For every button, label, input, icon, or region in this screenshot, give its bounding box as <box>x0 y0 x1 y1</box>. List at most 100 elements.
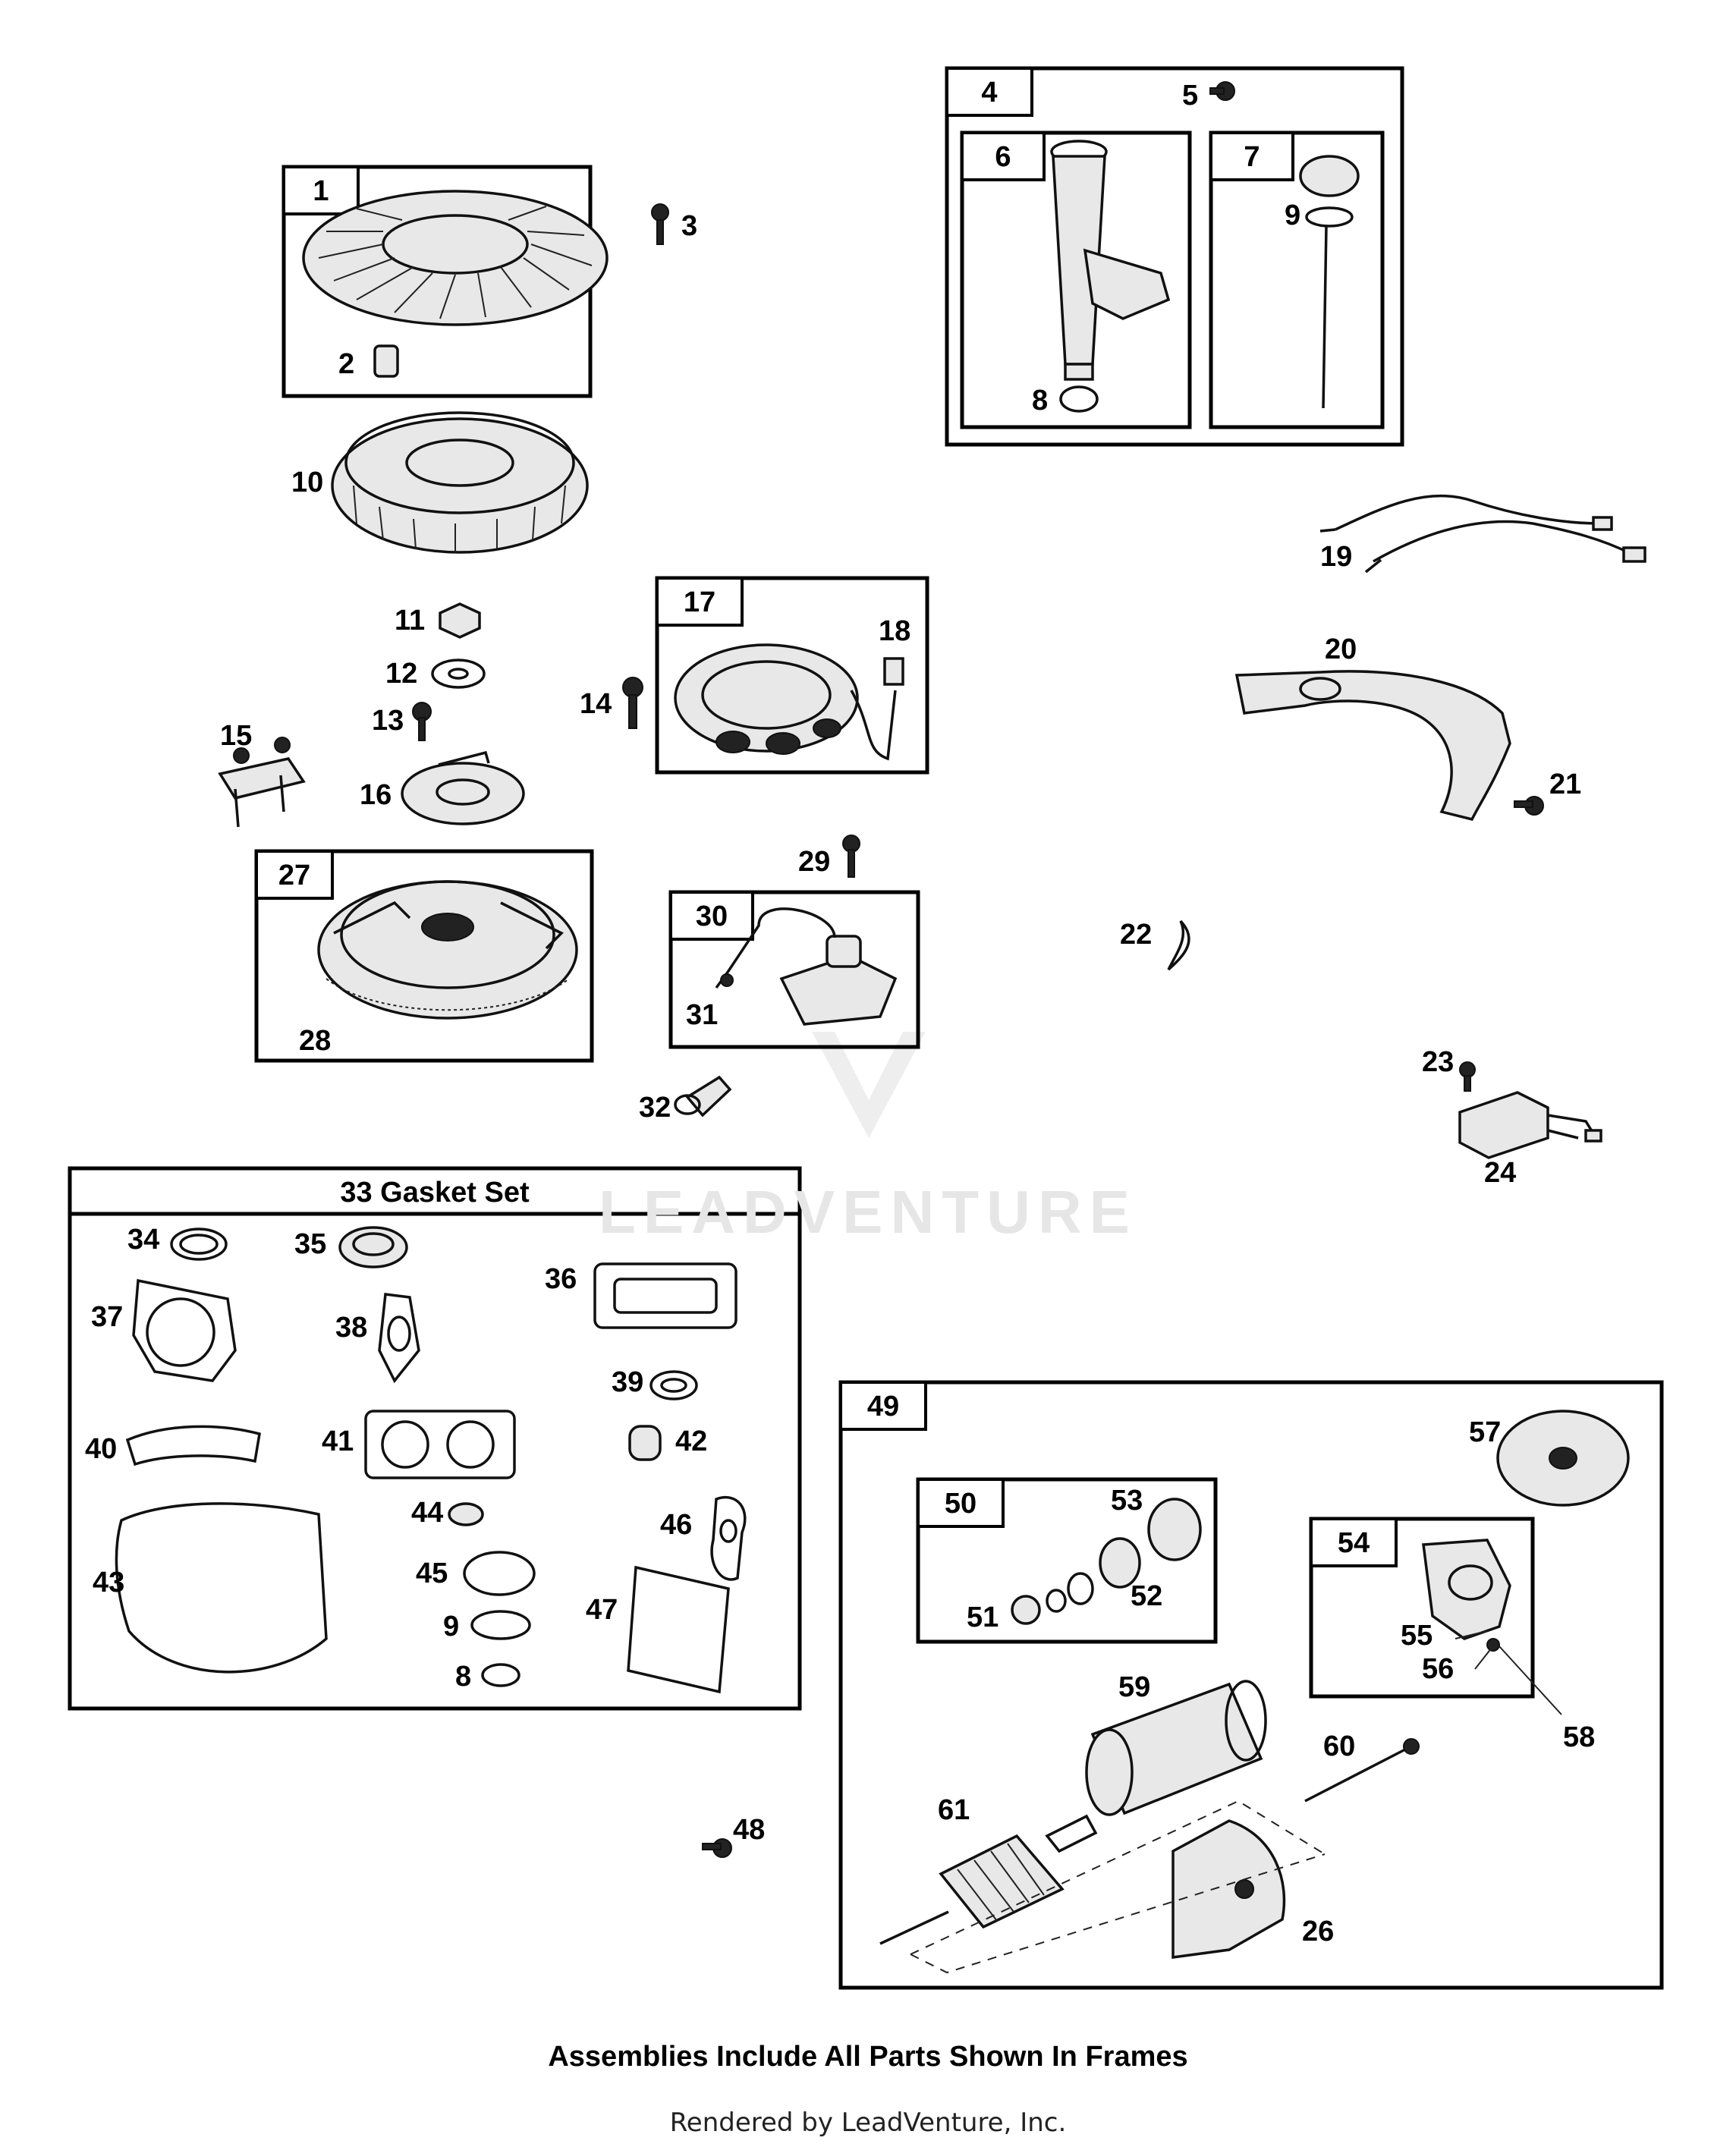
label-13: 13 <box>372 705 404 737</box>
gasket-38-part <box>378 1293 420 1384</box>
regulator-part <box>1458 1091 1602 1159</box>
label-60: 60 <box>1323 1730 1355 1762</box>
label-50: 50 <box>945 1488 976 1520</box>
label-15: 15 <box>220 720 252 752</box>
label-2: 2 <box>338 348 354 380</box>
footer-credit: Rendered by LeadVenture, Inc. <box>669 2108 1067 2138</box>
label-22: 22 <box>1120 919 1152 951</box>
seal-35-part <box>338 1226 408 1268</box>
dipstick-part <box>1299 155 1360 409</box>
screw-3-part <box>651 203 669 245</box>
label-58: 58 <box>1563 1721 1595 1753</box>
o-ring-9-part <box>470 1610 531 1640</box>
label-30: 30 <box>696 901 728 932</box>
screw-5-part <box>1209 81 1235 101</box>
label-19: 19 <box>1320 541 1352 573</box>
label-18: 18 <box>879 615 910 647</box>
screw-21-part <box>1514 796 1544 816</box>
label-5: 5 <box>1182 80 1198 112</box>
label-41: 41 <box>322 1426 354 1457</box>
spark-plug-boot-part <box>674 1075 732 1118</box>
end-plate-26-part <box>910 1800 1326 1974</box>
label-49: 49 <box>867 1391 899 1422</box>
label-35: 35 <box>294 1228 326 1260</box>
label-1: 1 <box>313 175 329 207</box>
wire-harness-part <box>1319 494 1646 574</box>
label-27: 27 <box>278 860 310 891</box>
label-20: 20 <box>1325 633 1357 665</box>
label-7: 7 <box>1244 141 1260 173</box>
screw-13-part <box>412 702 432 741</box>
label-51: 51 <box>967 1602 999 1633</box>
label-8-top: 8 <box>1032 385 1048 417</box>
armature-61-part <box>879 1814 1098 1945</box>
oil-fill-tube-part <box>1050 140 1171 381</box>
label-23: 23 <box>1422 1046 1454 1078</box>
gasket-46-part <box>710 1496 747 1581</box>
flywheel-part <box>317 880 578 1020</box>
washer-12-part <box>431 659 486 689</box>
frame-49: 49 50 54 <box>838 1380 1664 1990</box>
drive-gear-part <box>1011 1498 1202 1625</box>
end-cap-57-part <box>1496 1410 1630 1507</box>
label-46: 46 <box>660 1509 692 1541</box>
label-52: 52 <box>1131 1580 1162 1612</box>
label-21: 21 <box>1549 769 1581 800</box>
fan-part <box>331 411 589 554</box>
label-9-top: 9 <box>1285 200 1300 231</box>
alternator-part <box>674 643 904 761</box>
label-14: 14 <box>580 688 612 720</box>
label-6: 6 <box>995 141 1011 173</box>
label-9-gasket: 9 <box>443 1611 459 1642</box>
label-39: 39 <box>612 1366 643 1398</box>
gasket-set-title: 33 Gasket Set <box>340 1177 530 1209</box>
leader-lines <box>1455 1630 1562 1715</box>
o-ring-8b-part <box>481 1663 520 1687</box>
label-10: 10 <box>291 467 323 498</box>
label-57: 57 <box>1469 1416 1501 1448</box>
label-36: 36 <box>545 1263 577 1295</box>
gasket-36-part <box>593 1262 737 1329</box>
label-61: 61 <box>938 1794 970 1826</box>
watermark-logo-icon <box>812 1032 926 1138</box>
seal-34-part <box>170 1228 228 1261</box>
bracket-15-part <box>218 737 306 828</box>
nut-part <box>439 602 481 639</box>
gasket-40-part <box>125 1425 261 1466</box>
frame-30: 30 <box>668 890 920 1049</box>
frame-27: 27 <box>254 849 594 1063</box>
screw-23-part <box>1459 1061 1476 1092</box>
frame-17: 17 <box>655 576 929 775</box>
label-53: 53 <box>1111 1485 1143 1517</box>
watermark-text: LEADVENTURE <box>598 1178 1138 1246</box>
label-28: 28 <box>299 1025 331 1057</box>
ignition-armature-part <box>715 907 898 1026</box>
through-bolt-60-part <box>1304 1738 1420 1803</box>
label-3: 3 <box>681 210 697 242</box>
label-54: 54 <box>1338 1527 1370 1559</box>
fan-retainer-part <box>401 750 525 825</box>
head-gasket-37-part <box>132 1278 237 1382</box>
label-4: 4 <box>981 77 997 108</box>
label-37: 37 <box>91 1301 123 1333</box>
label-24: 24 <box>1484 1157 1516 1189</box>
label-32: 32 <box>639 1092 671 1124</box>
label-55: 55 <box>1401 1620 1433 1652</box>
screw-29-part <box>842 835 860 878</box>
label-47: 47 <box>586 1594 618 1626</box>
label-12: 12 <box>385 658 417 690</box>
label-26: 26 <box>1302 1916 1334 1947</box>
label-29: 29 <box>798 846 830 878</box>
o-ring-8-part <box>1059 385 1099 413</box>
clip-22-part <box>1167 919 1190 971</box>
label-17: 17 <box>684 586 715 618</box>
blower-housing-part <box>302 190 609 326</box>
screw-48-part <box>702 1838 732 1858</box>
intake-gasket-41-part <box>364 1410 516 1479</box>
label-16: 16 <box>360 779 392 811</box>
housing-59-part <box>1085 1680 1267 1816</box>
footer-note: Assemblies Include All Parts Shown In Fr… <box>548 2041 1188 2073</box>
frame-4: 4 6 7 <box>945 66 1404 447</box>
label-44: 44 <box>411 1497 443 1529</box>
